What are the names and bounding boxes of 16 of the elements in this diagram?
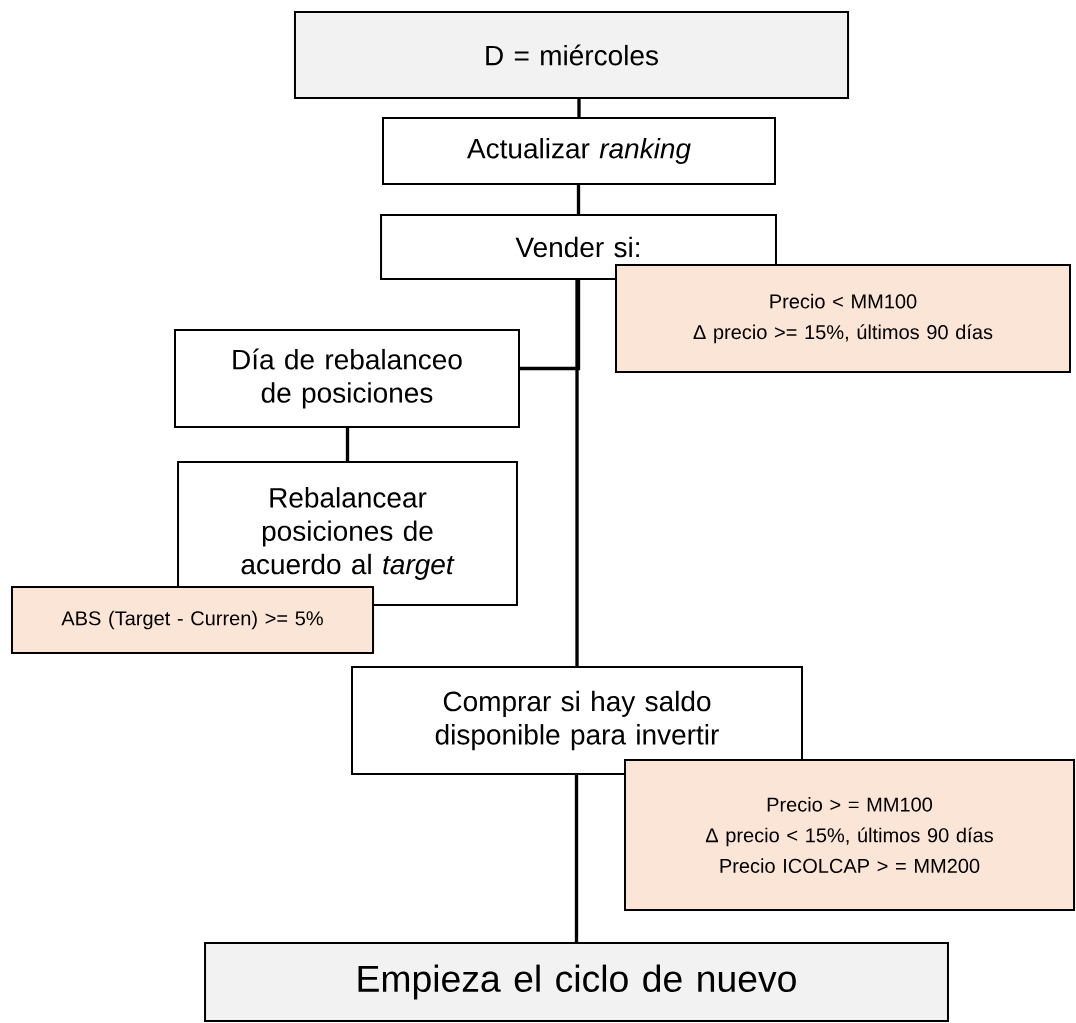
- condition-box: Precio < MM100 Δ precio >= 15%, últimos 90 días: [615, 264, 1071, 373]
- process-box: D = miércoles: [293, 11, 850, 99]
- process-box: Día de rebalanceo de posiciones: [174, 328, 520, 429]
- process-box: Empieza el ciclo de nuevo: [204, 942, 949, 1022]
- condition-box: ABS (Target - Curren) >= 5%: [10, 586, 375, 654]
- process-box: Comprar si hay saldo disponible para invertir: [351, 666, 803, 775]
- connector-line: [576, 185, 581, 214]
- connector-line: [345, 428, 350, 462]
- process-box: Vender si:: [380, 214, 777, 280]
- process-box: Actualizar ranking: [382, 117, 776, 185]
- connector-line: [574, 774, 579, 942]
- connector-line: [577, 99, 581, 117]
- connector-line: [520, 280, 581, 371]
- process-box: Rebalancear posiciones de acuerdo al target: [177, 461, 518, 606]
- connector-line: [575, 280, 579, 667]
- condition-box: Precio > = MM100 Δ precio < 15%, últimos 90 días Precio ICOLCAP > = MM200: [623, 759, 1076, 911]
